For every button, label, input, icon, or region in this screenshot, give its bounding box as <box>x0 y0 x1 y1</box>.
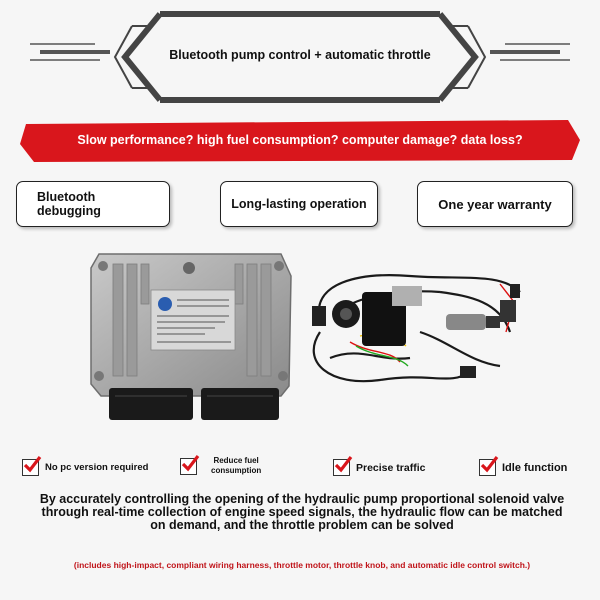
check-icon <box>333 456 353 476</box>
long-lasting-box: Long-lasting operation <box>220 181 378 227</box>
feature-no-pc: No pc version required <box>22 456 149 476</box>
check-icon <box>479 456 499 476</box>
bluetooth-label-line2: debugging <box>37 204 101 218</box>
feature-idle-function-label: Idle function <box>502 461 568 474</box>
check-icon <box>22 456 42 476</box>
ecu-controller-image <box>90 253 292 420</box>
check-icon <box>180 454 200 475</box>
package-note: (includes high-impact, compliant wiring … <box>73 560 531 570</box>
feature-reduce-fuel: Reduce fuel consumption <box>180 454 262 476</box>
feature-reduce-fuel-line1: Reduce fuel <box>213 456 259 465</box>
warranty-label: One year warranty <box>438 196 552 212</box>
feature-idle-function: Idle function <box>479 456 568 476</box>
bluetooth-label-line1: Bluetooth <box>37 190 96 204</box>
description-line1: By accurately controlling the opening of… <box>39 492 565 506</box>
long-lasting-label: Long-lasting operation <box>231 197 367 211</box>
red-banner <box>20 120 580 162</box>
feature-reduce-fuel-line2: consumption <box>211 466 262 475</box>
page-title: Bluetooth pump control + automatic throt… <box>169 48 431 62</box>
feature-precise-traffic-label: Precise traffic <box>356 461 426 474</box>
description-line2: through real-time collection of engine s… <box>41 505 563 519</box>
description-paragraph: By accurately controlling the opening of… <box>20 493 584 532</box>
wiring-harness-image <box>312 274 521 383</box>
feature-no-pc-label: No pc version required <box>45 462 149 473</box>
warranty-box: One year warranty <box>417 181 573 227</box>
description-line3: on demand, and the throttle problem can … <box>150 518 454 532</box>
bluetooth-debugging-box: Bluetooth debugging <box>16 181 170 227</box>
banner-text: Slow performance? high fuel consumption?… <box>77 133 523 147</box>
feature-precise-traffic: Precise traffic <box>333 456 426 476</box>
title-frame <box>30 11 570 103</box>
